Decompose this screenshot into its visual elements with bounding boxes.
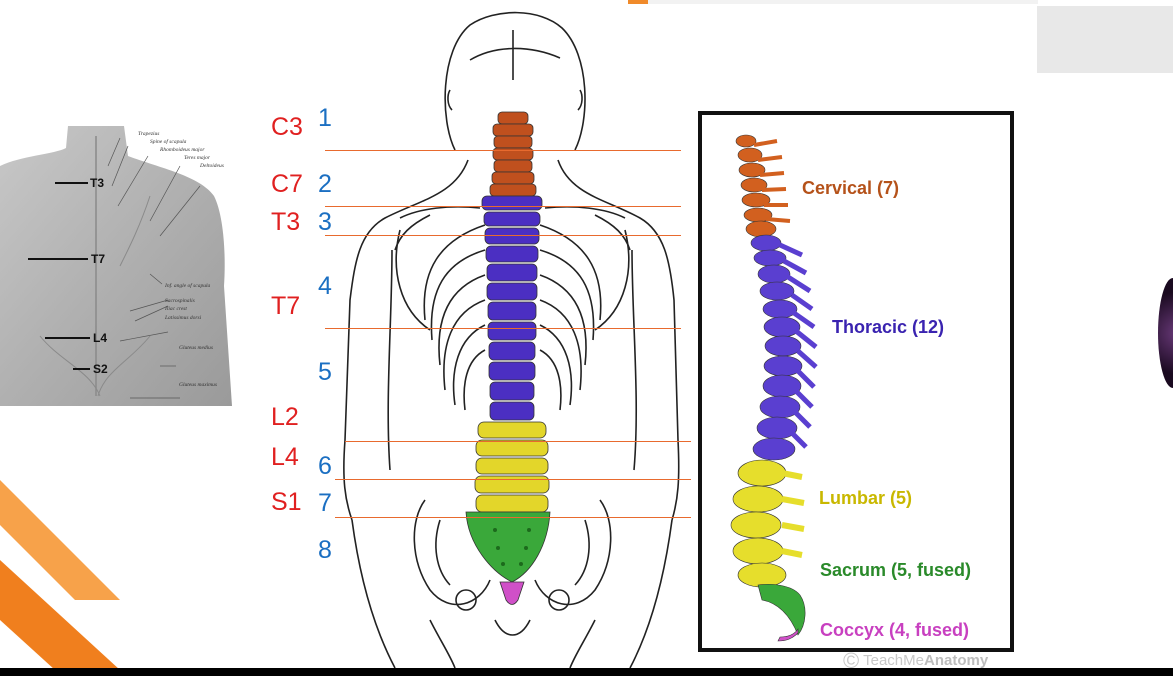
muscle-annotation: Trapezius bbox=[138, 131, 160, 137]
number-label-6: 6 bbox=[318, 452, 332, 480]
gray-panel bbox=[1037, 6, 1173, 73]
spine-regions-diagram: Cervical (7) Thoracic (12) Lumbar (5) Sa… bbox=[698, 111, 1014, 652]
region-label-lumbar: Lumbar (5) bbox=[819, 488, 913, 508]
guide-line bbox=[325, 150, 681, 151]
orange-tick bbox=[628, 0, 648, 4]
muscle-annotation: Latissimus dorsi bbox=[165, 314, 202, 321]
region-label-cervical: Cervical (7) bbox=[802, 178, 900, 198]
vertebra-label-c3: C3 bbox=[271, 113, 303, 141]
copyright-icon: © bbox=[843, 648, 860, 668]
watermark-text-bold: Anatomy bbox=[924, 651, 989, 668]
guide-line bbox=[325, 328, 681, 329]
muscle-annotation: Gluteus medius bbox=[179, 345, 214, 351]
region-label-sacrum: Sacrum (5, fused) bbox=[820, 560, 972, 580]
vertebra-label-c7: C7 bbox=[271, 170, 303, 198]
guide-line bbox=[345, 441, 691, 442]
back-label-t3: T3 bbox=[90, 176, 105, 190]
vertebra-label-s1: S1 bbox=[271, 488, 302, 516]
guide-line bbox=[325, 235, 681, 236]
muscle-annotation: Spine of scapula bbox=[150, 139, 187, 145]
vertebra-label-t3: T3 bbox=[271, 208, 301, 236]
guide-line bbox=[335, 479, 691, 480]
back-label-s2: S2 bbox=[93, 362, 108, 376]
number-label-2: 2 bbox=[318, 170, 332, 198]
muscle-annotation: Teres major bbox=[184, 155, 211, 161]
number-label-3: 3 bbox=[318, 208, 332, 236]
number-label-4: 4 bbox=[318, 272, 332, 300]
teachmeanatomy-watermark: © TeachMeAnatomy bbox=[843, 648, 988, 668]
vertebra-label-l2: L2 bbox=[271, 403, 299, 431]
video-overlay-orb bbox=[1158, 278, 1173, 388]
top-strip bbox=[648, 0, 1038, 4]
vertebra-label-l4: L4 bbox=[271, 443, 299, 471]
body-outline-figure bbox=[343, 11, 680, 668]
muscle-annotation: Sacrospinalis bbox=[165, 297, 195, 304]
muscle-annotation: Inf. angle of scapula bbox=[165, 283, 211, 289]
vertebra-label-t7: T7 bbox=[271, 292, 301, 320]
muscle-annotation: Deltoideus bbox=[200, 163, 224, 169]
back-label-t7: T7 bbox=[91, 252, 106, 266]
region-label-coccyx: Coccyx (4, fused) bbox=[820, 620, 970, 640]
number-label-8: 8 bbox=[318, 536, 332, 564]
back-photo: T3 T7 L4 S2 Trapezius Spine of scapula R… bbox=[0, 126, 232, 406]
orange-stripes bbox=[0, 480, 120, 668]
muscle-annotation: Rhomboideus major bbox=[160, 147, 205, 153]
region-label-thoracic: Thoracic (12) bbox=[832, 317, 945, 337]
muscle-annotation: Iliac crest bbox=[165, 306, 187, 312]
number-label-1: 1 bbox=[318, 104, 332, 132]
guide-line bbox=[335, 517, 691, 518]
guide-line bbox=[325, 206, 681, 207]
watermark-text-light: TeachMe bbox=[863, 651, 924, 668]
number-label-5: 5 bbox=[318, 358, 332, 386]
back-label-l4: L4 bbox=[93, 331, 108, 345]
number-label-7: 7 bbox=[318, 489, 332, 517]
muscle-annotation: Gluteus maximus bbox=[179, 381, 218, 388]
